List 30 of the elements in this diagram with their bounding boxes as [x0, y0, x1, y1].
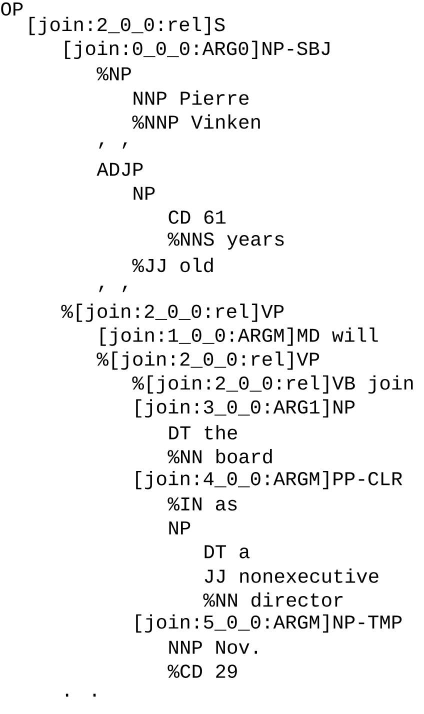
tree-line: %NN director [203, 592, 343, 607]
tree-line: %[join:2_0_0:rel]VP [61, 304, 284, 322]
tree-line: DT a [204, 545, 250, 558]
tree-line: %[join:2_0_0:rel]VB join [132, 375, 413, 394]
tree-line: , , [99, 142, 127, 149]
tree-line: [join:4_0_0:ARGM]PP-CLR [136, 470, 402, 490]
tree-line: NNP Pierre [134, 90, 249, 105]
tree-line: , , [99, 286, 127, 292]
tree-line: %NNS years [168, 232, 284, 250]
tree-line: NP [169, 521, 190, 534]
tree-line: %JJ old [132, 258, 213, 272]
tree-line: CD 61 [168, 210, 226, 224]
tree-line: %IN as [168, 497, 237, 511]
tree-line: [join:5_0_0:ARGM]NP-TMP [136, 614, 402, 633]
tree-line: [join:0_0_0:ARG0]NP-SBJ [65, 40, 330, 60]
tree-line: . . [66, 694, 96, 697]
tree-line: OP [1, 2, 23, 16]
tree-line: %CD 29 [168, 664, 237, 678]
tree-line: %NP [96, 67, 131, 80]
tree-line: DT the [169, 425, 237, 440]
tree-line: [join:1_0_0:ARGM]MD will [100, 328, 378, 346]
tree-line: NP [134, 186, 155, 200]
tree-line: [join:2_0_0:rel]S [30, 16, 225, 36]
tree-line: %NNP Vinken [132, 114, 260, 129]
tree-line: ADJP [96, 162, 143, 176]
tree-line: %[join:2_0_0:rel]VP [96, 351, 320, 370]
tree-line: NNP Nov. [169, 640, 258, 654]
tree-line: [join:3_0_0:ARG1]NP [136, 399, 355, 418]
tree-line: JJ nonexecutive [204, 568, 378, 583]
tree-line: %NN board [168, 448, 272, 464]
